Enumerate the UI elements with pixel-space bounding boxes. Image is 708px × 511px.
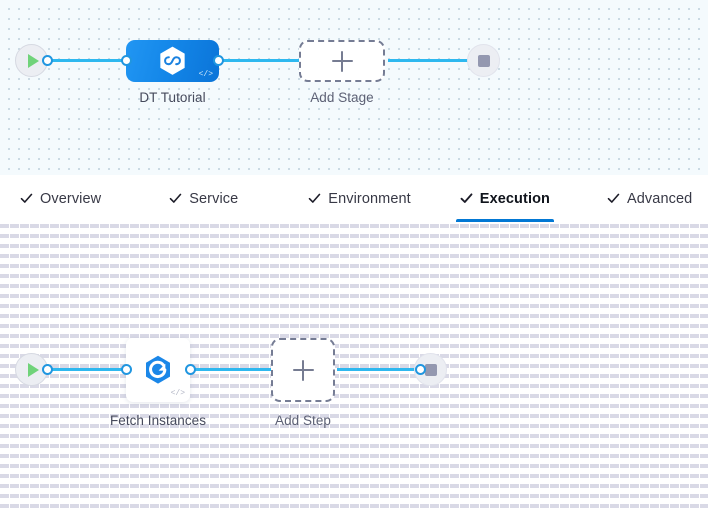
- play-icon: [27, 53, 39, 68]
- connector-line-add-to-end: [388, 59, 473, 62]
- execution-step-canvas[interactable]: </> Fetch Instances Add Step: [0, 222, 708, 511]
- tab-service-label: Service: [189, 190, 239, 207]
- step-node-label: Fetch Instances: [109, 413, 207, 428]
- tab-advanced-label: Advanced: [627, 190, 693, 207]
- add-stage-label: Add Stage: [310, 90, 374, 105]
- tab-service[interactable]: Service: [157, 175, 250, 222]
- connector-dot-stage-out[interactable]: [213, 55, 224, 66]
- play-icon: [27, 362, 39, 377]
- connector-dot-step-start-out[interactable]: [42, 364, 53, 375]
- add-stage-button[interactable]: [299, 40, 385, 82]
- check-icon: [460, 192, 473, 205]
- tab-execution[interactable]: Execution: [448, 175, 562, 222]
- connector-dot-step-in[interactable]: [121, 364, 132, 375]
- check-icon: [20, 192, 33, 205]
- tab-execution-label: Execution: [479, 190, 550, 207]
- code-badge-icon: </>: [198, 70, 213, 79]
- tab-environment[interactable]: Environment: [296, 175, 423, 222]
- stop-icon: [477, 54, 490, 67]
- connector-line-add-to-end-step: [337, 368, 420, 371]
- tab-advanced[interactable]: Advanced: [595, 175, 704, 222]
- check-icon: [607, 192, 620, 205]
- hexagon-refresh-icon: [146, 355, 170, 384]
- check-icon: [169, 192, 182, 205]
- connector-line-start-to-stage: [47, 59, 132, 62]
- connector-line-stage-to-add: [218, 59, 303, 62]
- stage-node-label: DT Tutorial: [139, 90, 206, 105]
- plus-icon: [292, 359, 314, 381]
- add-step-label: Add Step: [275, 413, 331, 428]
- hexagon-infinity-icon: [160, 46, 185, 75]
- stop-icon: [424, 363, 437, 376]
- connector-dot-step-out[interactable]: [185, 364, 196, 375]
- plus-icon: [331, 50, 353, 72]
- add-step-button[interactable]: [271, 338, 335, 402]
- connector-dot-stage-in[interactable]: [121, 55, 132, 66]
- connector-line-start-to-step: [47, 368, 133, 371]
- tab-environment-label: Environment: [328, 190, 411, 207]
- tab-overview[interactable]: Overview: [8, 175, 113, 222]
- connector-dot-step-end-in[interactable]: [415, 364, 426, 375]
- execution-tab-bar: Overview Service Environment Execution A…: [0, 175, 708, 222]
- connector-dot-start-out[interactable]: [42, 55, 53, 66]
- tab-overview-label: Overview: [40, 190, 102, 207]
- step-node-fetch-instances[interactable]: </>: [126, 338, 190, 402]
- pipeline-stage-canvas[interactable]: </> DT Tutorial Add Stage: [0, 0, 708, 175]
- code-badge-icon: </>: [170, 389, 185, 398]
- check-icon: [308, 192, 321, 205]
- connector-line-step-to-add: [190, 368, 273, 371]
- stage-node-dt-tutorial[interactable]: </>: [126, 40, 219, 82]
- pipeline-end-node[interactable]: [467, 44, 500, 77]
